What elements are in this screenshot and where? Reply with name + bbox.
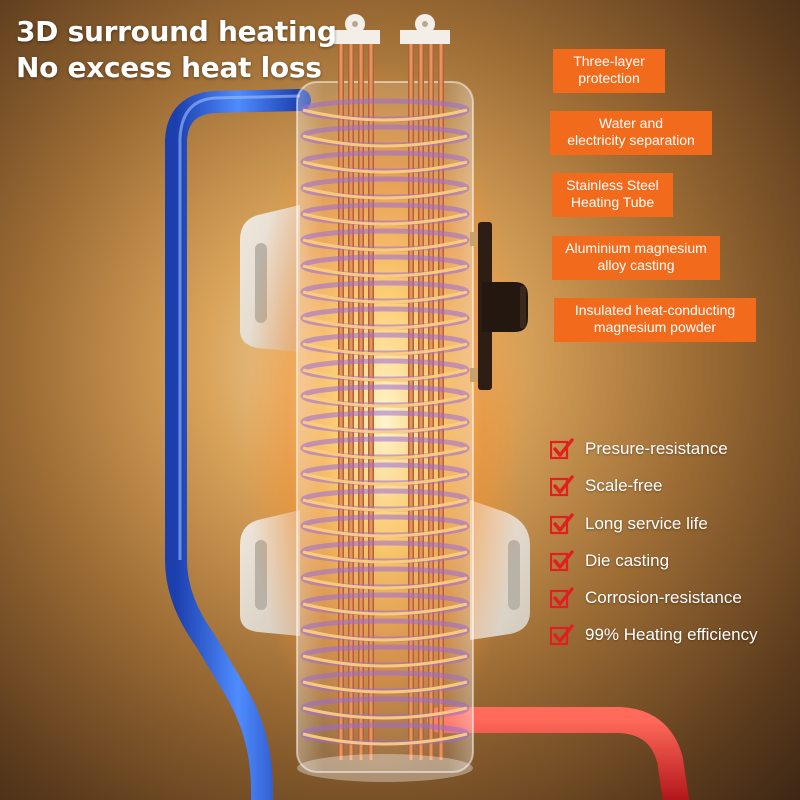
coil-glow: [302, 134, 468, 148]
tag-line-2: Heating Tube: [570, 194, 655, 210]
coil-glow: [302, 342, 468, 356]
coil-glow: [302, 394, 468, 408]
coil-glow: [302, 160, 468, 174]
coil-glow: [302, 680, 468, 694]
tag-line-1: Aluminium magnesium: [565, 240, 707, 256]
tag-line-2: electricity separation: [567, 132, 695, 148]
checkmark-icon: [550, 513, 574, 535]
coil-glow: [302, 420, 468, 434]
coil-glow: [302, 446, 468, 460]
feature-label: Presure-resistance: [585, 439, 728, 458]
headline-line-2: No excess heat loss: [16, 51, 322, 84]
feature-item: 99% Heating efficiency: [550, 622, 758, 648]
tag-line-2: magnesium powder: [593, 319, 717, 335]
coil-glow: [302, 212, 468, 226]
feature-item: Corrosion-resistance: [550, 585, 742, 611]
tag-stainless-steel-tube: Stainless Steel Heating Tube: [552, 173, 673, 217]
feature-item: Long service life: [550, 511, 708, 537]
terminal-cap-right: [400, 30, 450, 44]
coil-glow: [302, 290, 468, 304]
coil-glow: [302, 472, 468, 486]
coil-glow: [302, 264, 468, 278]
tag-three-layer-protection: Three-layer protection: [553, 49, 665, 93]
feature-label: Die casting: [585, 551, 670, 570]
tag-line-1: Water and: [598, 115, 664, 131]
tag-magnesium-powder: Insulated heat-conducting magnesium powd…: [554, 298, 756, 342]
checkmark-icon: [550, 550, 574, 572]
coil-glow: [302, 602, 468, 616]
tag-aluminium-magnesium-casting: Aluminium magnesium alloy casting: [552, 236, 720, 280]
coil-glow: [302, 524, 468, 538]
coil-glow: [302, 186, 468, 200]
tag-line-2: protection: [578, 70, 640, 86]
feature-item: Die casting: [550, 548, 669, 574]
checkmark-icon: [550, 624, 574, 646]
coil-glow: [302, 550, 468, 564]
heating-coils: [300, 98, 470, 746]
checkmark-icon: [550, 438, 574, 460]
coil-glow: [302, 732, 468, 746]
coil-glow: [302, 628, 468, 642]
coil-glow: [302, 654, 468, 668]
hot-water-pipe: [427, 707, 689, 800]
tag-line-1: Insulated heat-conducting: [574, 302, 736, 318]
coil-glow: [302, 108, 468, 122]
feature-label: 99% Heating efficiency: [585, 625, 758, 644]
checkmark-icon: [550, 475, 574, 497]
coil-glow: [302, 498, 468, 512]
coil-glow: [302, 238, 468, 252]
headline-line-1: 3D surround heating: [16, 15, 337, 48]
thermostat-knob: [482, 282, 528, 332]
tag-water-electricity-separation: Water and electricity separation: [550, 111, 712, 155]
feature-label: Long service life: [585, 514, 708, 533]
coil-glow: [302, 706, 468, 720]
coil-glow: [302, 316, 468, 330]
tag-line-2: alloy casting: [597, 257, 675, 273]
coil-glow: [302, 368, 468, 382]
feature-label: Corrosion-resistance: [585, 588, 742, 607]
feature-item: Presure-resistance: [550, 436, 728, 462]
tag-line-1: Stainless Steel: [566, 177, 659, 193]
feature-item: Scale-free: [550, 473, 662, 499]
coil-glow: [302, 576, 468, 590]
feature-label: Scale-free: [585, 476, 663, 495]
checkmark-icon: [550, 587, 574, 609]
tag-line-1: Three-layer: [573, 53, 645, 69]
terminal-cap-left: [330, 30, 380, 44]
